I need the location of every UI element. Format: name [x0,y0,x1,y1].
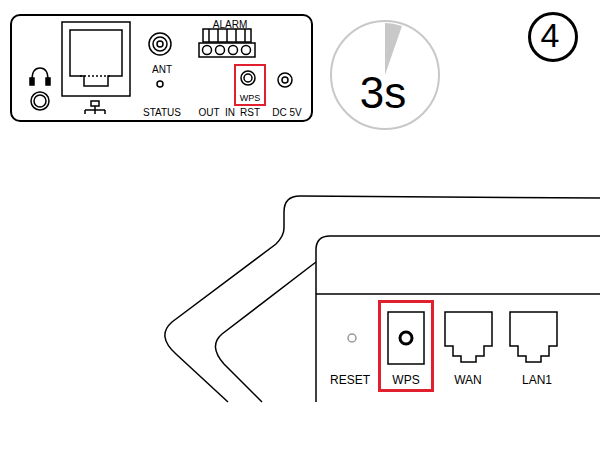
network-symbol [91,101,99,106]
port-label: RST [240,108,260,118]
router-body [165,196,600,402]
port-label: STATUS [143,108,181,118]
ethernet-port [62,22,130,96]
device-panel-art [30,22,292,114]
port-label: ALARM [213,20,247,30]
terminal-hole [216,46,225,55]
port-label: DC 5V [272,108,301,118]
highlight-box: WPS [234,64,266,106]
alarm-terminal [209,29,245,42]
alarm-terminal [199,43,255,57]
reset-hole [348,334,356,342]
router-art [165,196,600,402]
ethernet-port [70,30,122,86]
wps-button [244,74,252,82]
headphone-icon [46,78,50,85]
audio-jack [31,92,49,110]
network-symbol [85,106,105,114]
timer-wedge [385,23,402,75]
highlight-box: WPS [378,300,434,392]
audio-jack [34,95,46,107]
wan-port [445,312,492,362]
antenna-connector [157,41,163,47]
lan-port [510,312,557,362]
ethernet-pins [80,75,112,77]
terminal-hole [242,46,251,55]
router-body [215,262,316,402]
power-jack [278,73,292,87]
port-label: IN [225,108,235,118]
wps-button [400,332,412,344]
step-number: 4 [541,18,560,52]
wps-button [388,312,424,364]
status-led [157,81,163,87]
port-label: ANT [152,65,172,75]
timer-clock: 3s [330,20,440,130]
device-panel: ANT ALARM STATUS OUT IN RST DC 5V WPS [10,14,313,122]
port-label: OUT [198,108,219,118]
terminal-hole [203,46,212,55]
terminal-hole [229,46,238,55]
port-label: WAN [454,374,482,386]
port-label: LAN1 [522,374,552,386]
port-label: RESET [330,374,370,386]
button-label: WPS [392,374,419,386]
antenna-connector [149,33,171,55]
alarm-terminal [203,29,251,42]
wps-button [241,71,255,85]
antenna-connector [153,37,167,51]
router-rear-panel: RESET WAN LAN1 WPS [318,296,598,400]
button-label: WPS [240,94,261,103]
step-circle: 4 [528,12,578,62]
headphone-icon [30,78,34,85]
router-body [316,236,600,402]
duration-label: 3s [360,71,406,115]
router-rear [316,293,600,295]
power-jack [282,77,288,83]
